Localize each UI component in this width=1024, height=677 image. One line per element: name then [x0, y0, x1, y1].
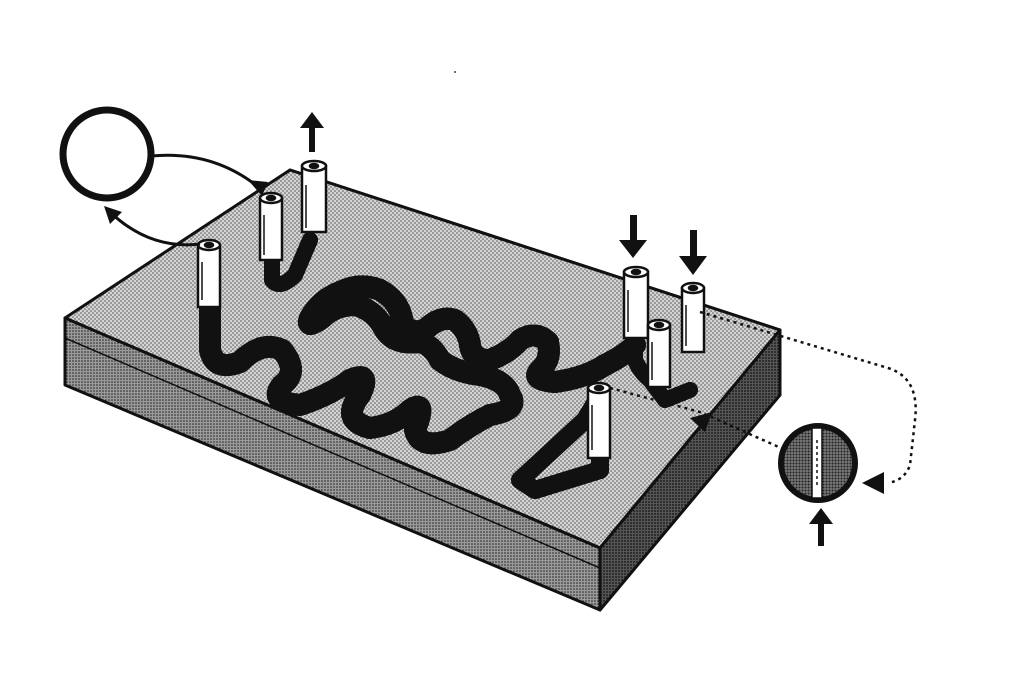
arrow-up-icon — [809, 508, 833, 546]
arrow-head-icon — [248, 180, 268, 196]
stray-dot — [454, 71, 456, 73]
tube-port-outlet-back — [300, 159, 328, 234]
tube-port-front-right — [646, 318, 672, 389]
dotted-connection — [609, 310, 917, 485]
arrow-head-icon — [862, 472, 884, 494]
arrow-up-icon — [300, 112, 324, 152]
loop-reservoir — [59, 106, 268, 247]
arrow-head-icon — [690, 412, 712, 432]
arrow-down-icon — [619, 215, 647, 258]
tube-port-inlet-2 — [680, 281, 706, 354]
arrow-down-icon — [679, 230, 707, 275]
detector-disc — [778, 423, 858, 503]
tube-port-front-loop — [586, 381, 612, 460]
tube-port-inlet-1 — [622, 265, 650, 340]
tube-port-middle-back — [258, 191, 284, 262]
chip-right-face — [598, 328, 782, 612]
arrow-head-icon — [104, 206, 122, 224]
tube-port-left — [196, 238, 222, 309]
